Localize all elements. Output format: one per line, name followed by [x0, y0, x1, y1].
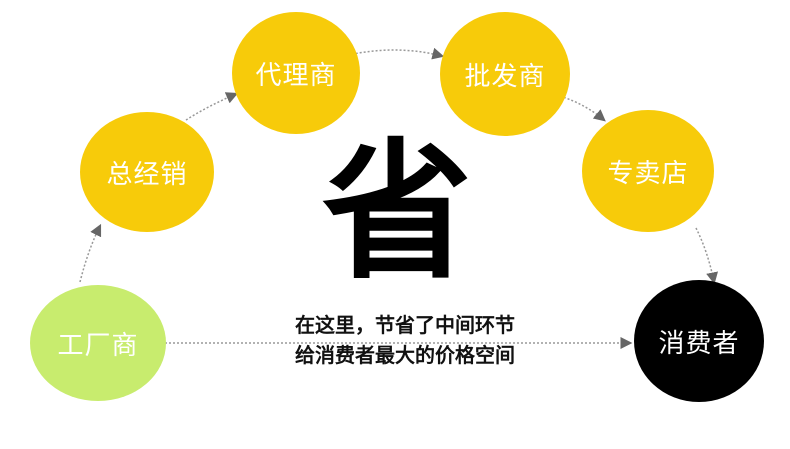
node-general-distributor: 总经销 — [80, 112, 214, 232]
connector-agent-to-wholesaler — [343, 47, 445, 60]
connector-factory-to-distributor — [79, 223, 102, 283]
node-factory-label: 工厂商 — [57, 330, 139, 361]
node-general-distributor-label: 总经销 — [106, 159, 188, 190]
node-agent-label: 代理商 — [255, 60, 337, 91]
caption-line-1: 在这里，节省了中间环节 — [295, 313, 515, 337]
node-consumer-label: 消费者 — [658, 328, 740, 359]
connector-store-to-consumer — [695, 227, 718, 285]
caption: 在这里，节省了中间环节 给消费者最大的价格空间 — [255, 310, 555, 370]
node-wholesaler: 批发商 — [440, 12, 570, 136]
node-specialty-store: 专卖店 — [582, 110, 714, 232]
node-factory: 工厂商 — [30, 285, 166, 401]
node-agent: 代理商 — [232, 12, 360, 134]
caption-line-2: 给消费者最大的价格空间 — [295, 343, 515, 367]
node-wholesaler-label: 批发商 — [464, 61, 546, 92]
node-consumer: 消费者 — [634, 280, 764, 402]
node-specialty-store-label: 专卖店 — [607, 158, 689, 189]
connector-distributor-to-agent — [185, 92, 239, 121]
connector-wholesaler-to-store — [559, 95, 606, 122]
center-character: 省 — [321, 126, 472, 300]
